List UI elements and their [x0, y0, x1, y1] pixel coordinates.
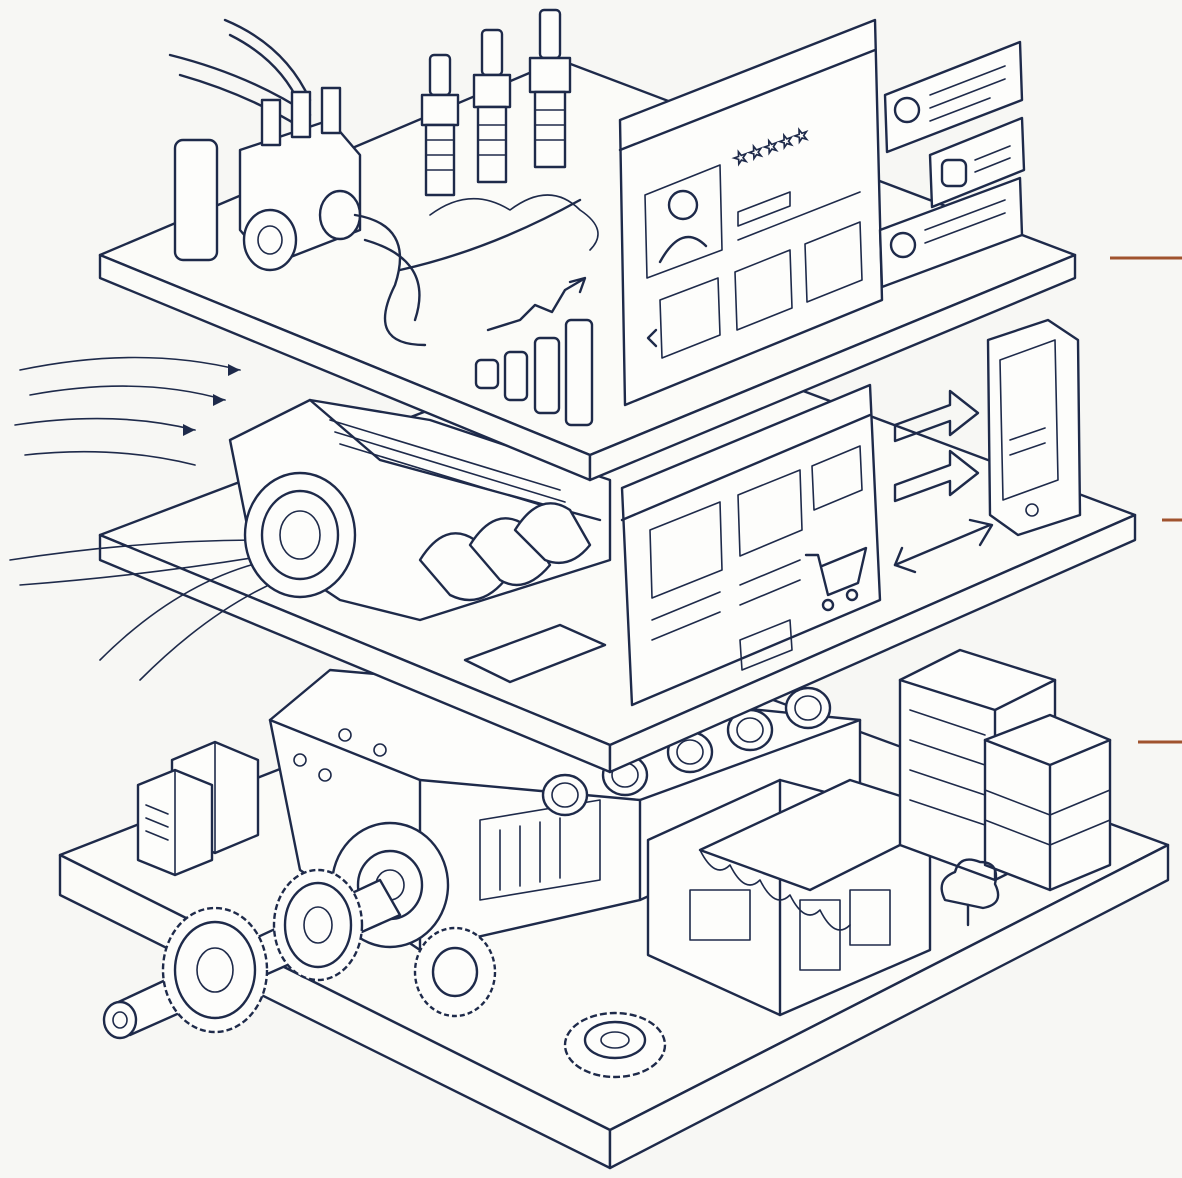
layer-markers: [1110, 258, 1182, 742]
mobile-phone-icon: [988, 320, 1080, 535]
top-layer: ☆☆☆☆☆: [100, 10, 1075, 480]
small-gear-icon: [565, 1013, 665, 1077]
server-stack-icon: [900, 650, 1110, 890]
